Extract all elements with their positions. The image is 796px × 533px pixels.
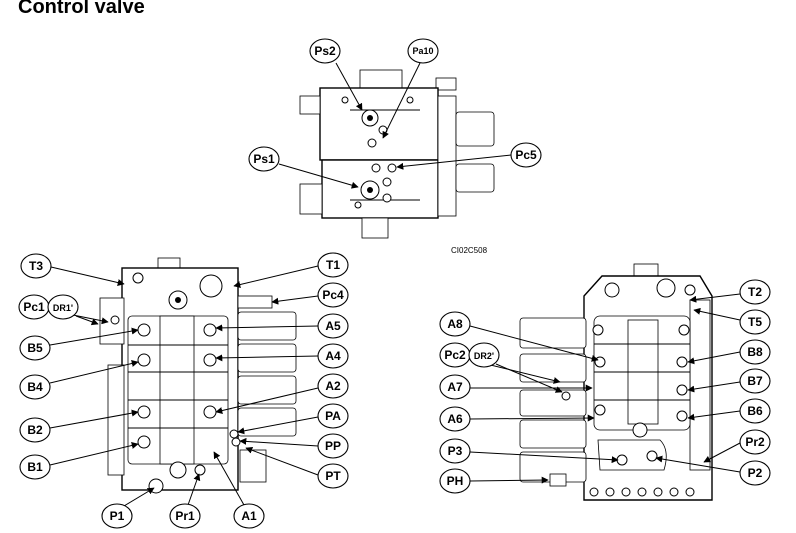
label-b8: B8 bbox=[747, 345, 763, 359]
label-pp: PP bbox=[325, 439, 341, 453]
label-pr1: Pr1 bbox=[175, 509, 195, 523]
callout-a4: A4 bbox=[215, 343, 349, 369]
callout-t2: T2 bbox=[689, 279, 771, 305]
label-b7: B7 bbox=[747, 374, 763, 388]
label-b1: B1 bbox=[27, 460, 43, 474]
label-t1: T1 bbox=[326, 258, 340, 272]
callout-ps2: Ps2 bbox=[309, 38, 363, 111]
callout-pc2: Pc2 bbox=[439, 342, 561, 384]
callout-b2: B2 bbox=[19, 409, 139, 443]
label-pa: PA bbox=[325, 409, 341, 423]
label-p3: P3 bbox=[448, 444, 463, 458]
callout-a5: A5 bbox=[215, 313, 349, 339]
label-pc5: Pc5 bbox=[515, 148, 537, 162]
page-title: Control valve bbox=[18, 0, 145, 18]
callout-b6: B6 bbox=[687, 398, 771, 424]
callout-t5: T5 bbox=[693, 307, 771, 335]
callout-a7: A7 bbox=[439, 374, 593, 400]
label-pr2: Pr2 bbox=[745, 435, 765, 449]
callout-ps1: Ps1 bbox=[248, 146, 359, 189]
right-valve-view bbox=[519, 263, 713, 501]
label-p1: P1 bbox=[110, 509, 125, 523]
label-b5: B5 bbox=[27, 341, 43, 355]
label-b6: B6 bbox=[747, 404, 763, 418]
callout-b7: B7 bbox=[687, 368, 771, 394]
label-ph: PH bbox=[447, 474, 464, 488]
callout-b4: B4 bbox=[19, 360, 139, 400]
callout-pt: PT bbox=[245, 446, 349, 489]
callout-pc5: Pc5 bbox=[396, 142, 542, 170]
callout-ph: PH bbox=[439, 468, 549, 494]
callout-a8: A8 bbox=[439, 311, 599, 362]
label-b2: B2 bbox=[27, 423, 43, 437]
label-p2: P2 bbox=[748, 466, 763, 480]
label-t5: T5 bbox=[748, 315, 762, 329]
label-a4: A4 bbox=[325, 349, 341, 363]
label-a5: A5 bbox=[325, 319, 341, 333]
callout-pa10: Pa10 bbox=[382, 38, 439, 139]
label-pc4: Pc4 bbox=[322, 288, 344, 302]
callout-p2: P2 bbox=[655, 455, 771, 486]
label-a7: A7 bbox=[447, 380, 463, 394]
callout-dr1: DR1' bbox=[47, 294, 99, 326]
callout-pr2: Pr2 bbox=[703, 429, 771, 463]
label-t2: T2 bbox=[748, 285, 762, 299]
callout-p1: P1 bbox=[101, 487, 155, 529]
label-a8: A8 bbox=[447, 317, 463, 331]
callout-a1: A1 bbox=[213, 451, 265, 529]
label-dr1: DR1' bbox=[53, 303, 73, 313]
callout-a2: A2 bbox=[215, 373, 349, 414]
label-t3: T3 bbox=[29, 259, 43, 273]
callout-a6: A6 bbox=[439, 406, 595, 432]
label-a1: A1 bbox=[241, 509, 257, 523]
label-a6: A6 bbox=[447, 412, 463, 426]
callout-pp: PP bbox=[239, 433, 349, 459]
callout-t3: T3 bbox=[20, 253, 125, 286]
label-pc2: Pc2 bbox=[444, 348, 466, 362]
label-ps2: Ps2 bbox=[314, 44, 336, 58]
label-pc1: Pc1 bbox=[23, 300, 45, 314]
top-valve-view bbox=[299, 69, 495, 239]
label-a2: A2 bbox=[325, 379, 341, 393]
left-valve-view bbox=[99, 257, 297, 494]
label-b4: B4 bbox=[27, 380, 43, 394]
callout-dr2: DR2' bbox=[468, 342, 563, 393]
callout-p3: P3 bbox=[439, 438, 619, 464]
label-pa10: Pa10 bbox=[412, 46, 433, 56]
label-dr2: DR2' bbox=[474, 351, 494, 361]
callout-pc4: Pc4 bbox=[271, 282, 349, 308]
callout-b1: B1 bbox=[19, 442, 139, 480]
callout-pa: PA bbox=[237, 403, 349, 435]
figure-code: CI02C508 bbox=[451, 246, 488, 255]
callout-t1: T1 bbox=[233, 252, 349, 288]
callout-b8: B8 bbox=[687, 339, 771, 365]
callout-b5: B5 bbox=[19, 327, 139, 361]
label-ps1: Ps1 bbox=[253, 152, 275, 166]
callout-pr1: Pr1 bbox=[169, 473, 201, 529]
label-pt: PT bbox=[325, 469, 341, 483]
